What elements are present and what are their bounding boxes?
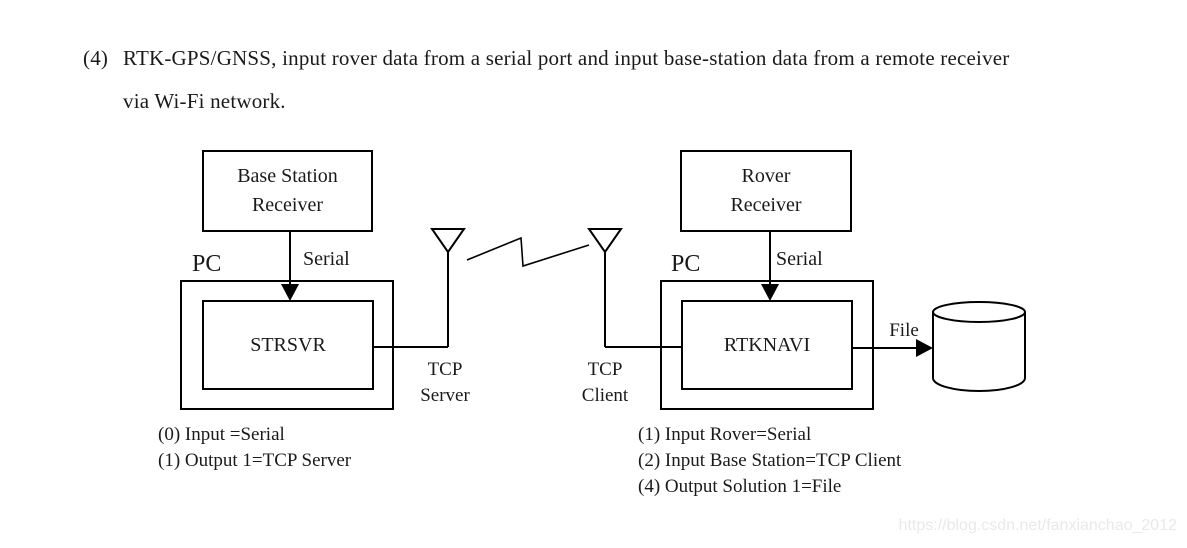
rtknavi-label: RTKNAVI	[723, 333, 811, 356]
rover-label-line2: Receiver	[730, 194, 802, 216]
wireless-link-icon	[466, 236, 590, 268]
pc-label-left: PC	[192, 251, 222, 277]
file-label: File	[889, 320, 919, 341]
pc-label-right: PC	[671, 251, 701, 277]
antenna-right-icon	[587, 228, 623, 347]
watermark-text: https://blog.csdn.net/fanxianchao_2012	[898, 517, 1177, 534]
tcp-client-label: TCP Client	[555, 357, 655, 409]
strsvr-label: STRSVR	[250, 333, 326, 356]
heading-line2: via Wi-Fi network.	[123, 89, 286, 113]
tcp-server-label-line1: TCP	[427, 359, 463, 380]
strsvr-captions: (0) Input =Serial (1) Output 1=TCP Serve…	[158, 422, 351, 474]
serial-label-left: Serial	[303, 248, 350, 270]
rtknavi-caption-line: (1) Input Rover=Serial	[638, 424, 812, 445]
base-station-label-line2: Receiver	[251, 194, 324, 216]
strsvr-box: STRSVR	[202, 300, 374, 390]
heading-line1: RTK-GPS/GNSS, input rover data from a se…	[123, 46, 1010, 70]
file-storage-icon	[932, 301, 1026, 392]
tcp-client-label-line1: TCP	[587, 359, 623, 380]
serial-label-right: Serial	[776, 248, 823, 270]
tcp-server-label-line2: Server	[420, 385, 470, 406]
rtknavi-box: RTKNAVI	[681, 300, 853, 390]
heading-number: (4)	[83, 46, 109, 70]
rtknavi-caption-line: (2) Input Base Station=TCP Client	[638, 450, 902, 471]
tcp-client-label-line2: Client	[581, 385, 629, 406]
strsvr-caption-line: (0) Input =Serial	[158, 424, 285, 445]
rtknavi-captions: (1) Input Rover=Serial (2) Input Base St…	[638, 422, 901, 500]
rtknavi-caption-line: (4) Output Solution 1=File	[638, 476, 842, 497]
tcp-server-label: TCP Server	[395, 357, 495, 409]
base-station-label-line1: Base Station	[237, 165, 338, 187]
rover-receiver-box: Rover Receiver	[680, 150, 852, 232]
rover-label-line1: Rover	[741, 165, 791, 187]
strsvr-caption-line: (1) Output 1=TCP Server	[158, 450, 352, 471]
base-station-receiver-box: Base Station Receiver	[202, 150, 373, 232]
antenna-left-icon	[430, 228, 466, 347]
